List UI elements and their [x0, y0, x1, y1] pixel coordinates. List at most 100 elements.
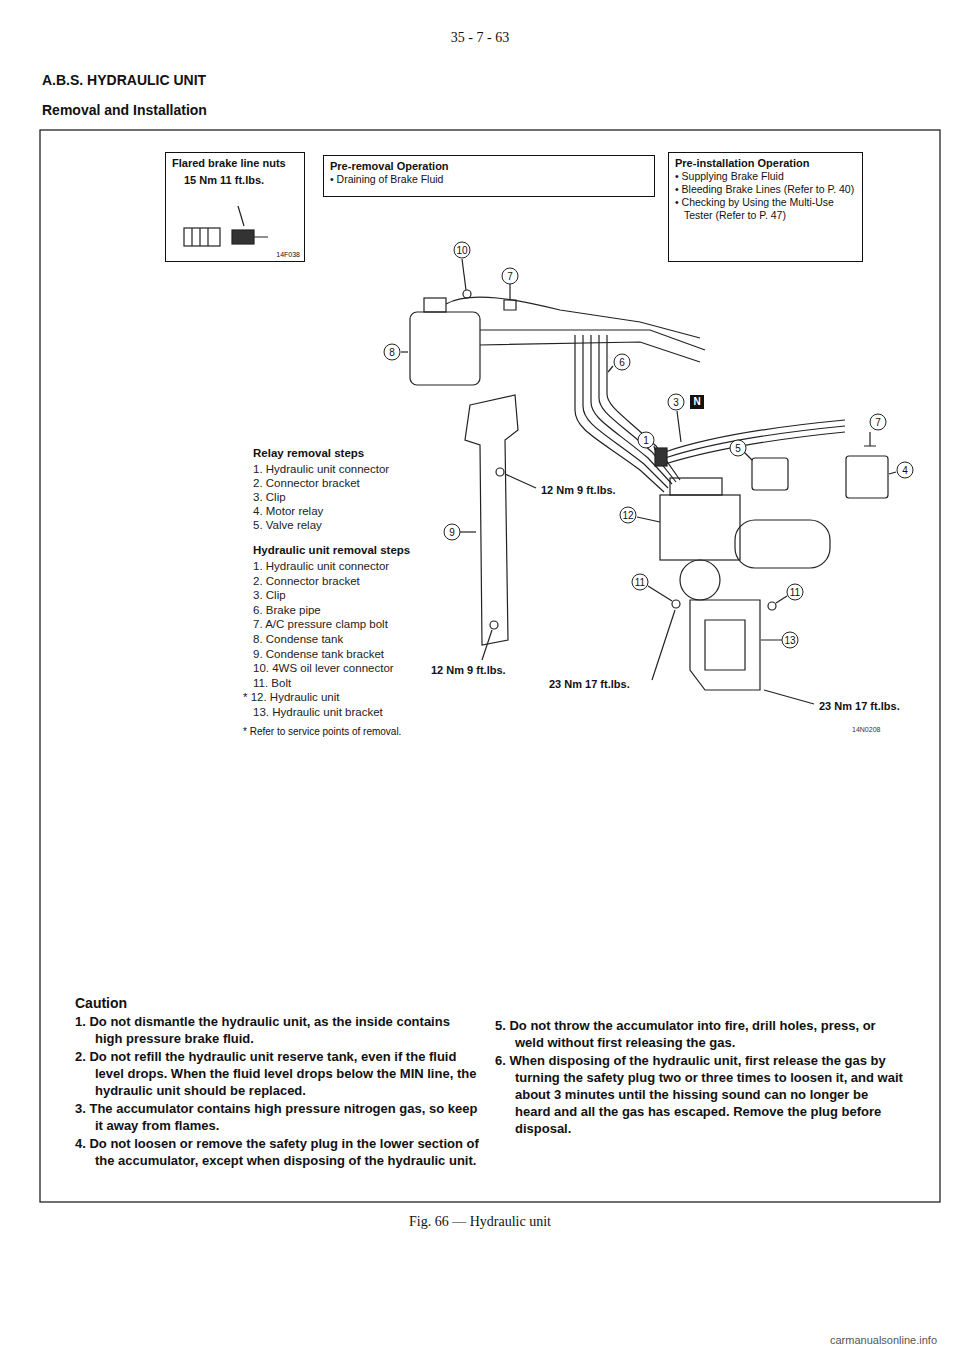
caution-item: 6. When disposing of the hydraulic unit,…: [495, 1052, 905, 1137]
leader-line: [462, 259, 466, 290]
clamp-bolt: [504, 284, 516, 310]
step-item: 4. Motor relay: [253, 505, 323, 517]
page-title: A.B.S. HYDRAULIC UNIT: [42, 72, 206, 88]
hose: [446, 297, 700, 338]
caution-item: 4. Do not loosen or remove the safety pl…: [75, 1135, 480, 1169]
motor-relay: [846, 456, 888, 498]
leader-line: [482, 630, 492, 660]
box-text: • Supplying Brake Fluid: [675, 170, 856, 183]
figure-caption: Fig. 66 — Hydraulic unit: [409, 1214, 551, 1230]
box-text: • Bleeding Brake Lines (Refer to P. 40): [675, 183, 856, 196]
callout-number: 3: [668, 394, 685, 411]
tank-body: [410, 312, 480, 385]
note-mark: N: [690, 395, 704, 409]
nut-body: [184, 228, 220, 246]
bolt: [496, 468, 504, 476]
bracket-outline: [465, 395, 518, 645]
brake-pipe: [599, 335, 676, 482]
step-item: 1. Hydraulic unit connector: [253, 463, 389, 475]
step-item: 8. Condense tank: [253, 633, 343, 645]
caution-item: 3. The accumulator contains high pressur…: [75, 1100, 480, 1134]
footnote: * Refer to service points of removal.: [243, 726, 401, 737]
torque-value: 23 Nm 17 ft.lbs.: [548, 678, 631, 690]
unit-body: [660, 495, 740, 560]
steps-heading: Hydraulic unit removal steps: [253, 544, 410, 556]
callout-number: 8: [384, 344, 401, 361]
step-item: 1. Hydraulic unit connector: [253, 560, 389, 572]
box-text: • Draining of Brake Fluid: [330, 173, 648, 186]
callout-number: 11: [787, 584, 804, 601]
leader-line: [652, 610, 814, 704]
clip: [864, 432, 876, 446]
leader-line: [648, 586, 787, 640]
condense-tank: [401, 259, 705, 385]
brake-pipes: [575, 335, 680, 492]
tank-neck: [424, 298, 446, 312]
box-heading: Flared brake line nuts: [172, 157, 298, 170]
leader-line: [889, 472, 896, 474]
steps-heading: Relay removal steps: [253, 447, 364, 459]
hose: [480, 330, 705, 350]
torque-value: 15 Nm 11 ft.lbs.: [184, 174, 298, 187]
step-item: 5. Valve relay: [253, 519, 322, 531]
spec-box: Flared brake line nuts15 Nm 11 ft.lbs.14…: [165, 152, 305, 262]
caution-column: Caution 1. Do not dismantle the hydraulic…: [75, 995, 480, 1170]
step-item: 11. Bolt: [253, 677, 291, 689]
step-item: 9. Condense tank bracket: [253, 648, 384, 660]
leader-line: [460, 531, 476, 532]
fitting: [232, 230, 254, 244]
relays: [744, 452, 896, 498]
brake-pipe: [583, 335, 668, 488]
connector: [463, 290, 471, 298]
step-item: 7. A/C pressure clamp bolt: [253, 618, 388, 630]
valve-relay: [752, 458, 788, 490]
bracket-plate: [705, 620, 745, 670]
operation-box: Pre-removal Operation• Draining of Brake…: [323, 155, 655, 197]
connector: [655, 448, 667, 466]
bracket-outline: [690, 600, 760, 690]
leader-line: [744, 452, 752, 460]
step-item: 3. Clip: [253, 589, 286, 601]
hydraulic-unit: [637, 478, 830, 600]
callout-number: 5: [730, 440, 747, 457]
caution-item: 2. Do not refill the hydraulic unit rese…: [75, 1048, 480, 1099]
torque-value: 23 Nm 17 ft.lbs.: [818, 700, 901, 712]
step-item: 2. Connector bracket: [253, 575, 360, 587]
callout-number: 6: [614, 354, 631, 371]
watermark: carmanualsonline.info: [830, 1334, 937, 1346]
callout-number: 4: [897, 462, 914, 479]
step-item: * 12. Hydraulic unit: [243, 691, 340, 703]
page-number: 35 - 7 - 63: [451, 30, 509, 46]
reserve-tank: [670, 478, 722, 495]
operation-box: Pre-installation Operation• Supplying Br…: [668, 152, 863, 262]
bolt: [768, 602, 776, 610]
section-heading: Removal and Installation: [42, 102, 207, 118]
callout-number: 13: [782, 632, 799, 649]
harness-wire: [665, 420, 845, 452]
bolt: [672, 600, 680, 608]
callout-number: 11: [632, 574, 649, 591]
callout-number: 1: [638, 432, 655, 449]
hose: [480, 342, 700, 362]
box-text: • Checking by Using the Multi-Use Tester…: [675, 196, 856, 222]
leader-line: [637, 517, 660, 522]
callout-number: 7: [870, 414, 887, 431]
caution-item: 1. Do not dismantle the hydraulic unit, …: [75, 1013, 480, 1047]
bolt: [490, 621, 498, 629]
box-heading: Pre-installation Operation: [675, 157, 856, 170]
callout-number: 9: [444, 524, 461, 541]
leader-line: [401, 351, 408, 352]
accumulator: [680, 560, 720, 600]
caution-heading: Caution: [75, 995, 480, 1011]
callout-number: 12: [620, 507, 637, 524]
hydraulic-unit-bracket: [648, 586, 814, 704]
fitting-leader: [238, 206, 268, 237]
nut-flats: [192, 228, 208, 246]
step-item: 6. Brake pipe: [253, 604, 321, 616]
flare-nut-icon: [184, 206, 268, 246]
leader-line: [608, 366, 613, 372]
step-item: 13. Hydraulic unit bracket: [253, 706, 383, 718]
harness-wire: [665, 432, 845, 464]
torque-value: 12 Nm 9 ft.lbs.: [430, 664, 507, 676]
